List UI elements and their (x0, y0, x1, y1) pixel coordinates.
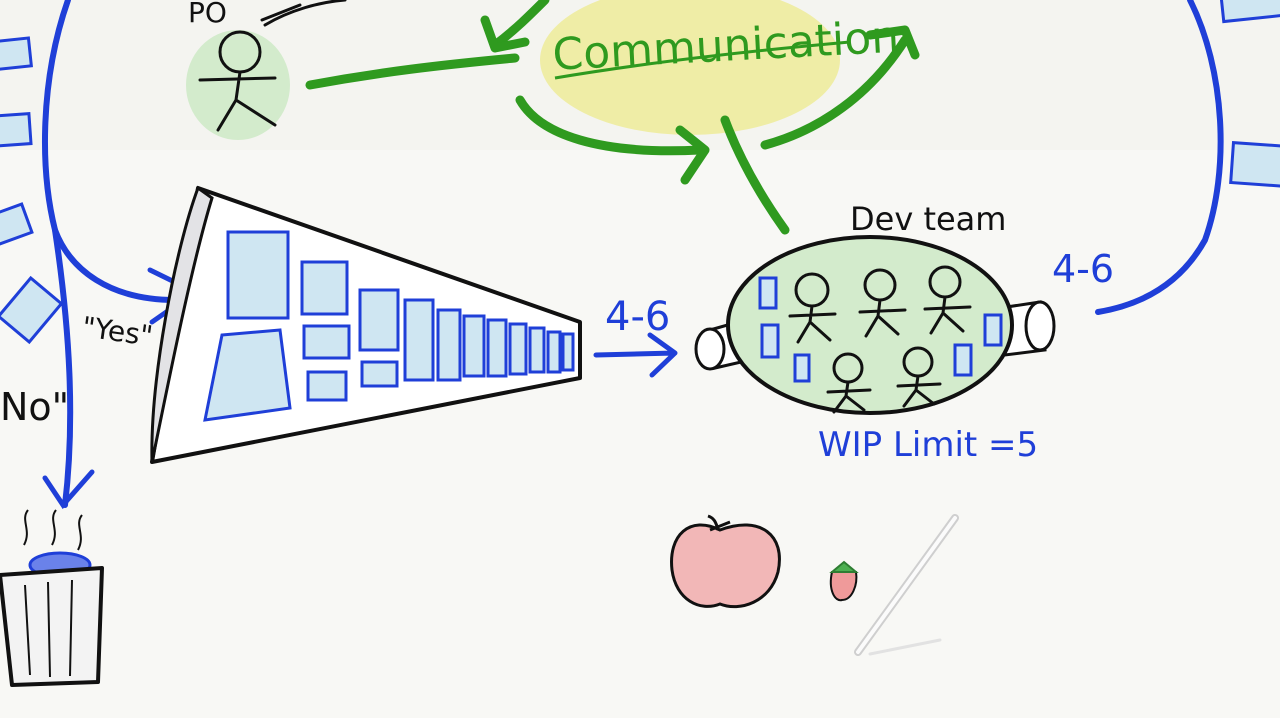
right-flow-line (1095, 0, 1224, 315)
product-owner: PO (186, 0, 347, 140)
backlog-cards (203, 230, 575, 422)
output-pipe-end (1024, 300, 1056, 352)
backlog-funnel (150, 185, 582, 464)
apple-icon (670, 514, 781, 609)
input-pipe-end (694, 327, 726, 371)
right-card-stubs (1218, 0, 1280, 189)
wip-limit-label: WIP Limit =5 (818, 425, 1038, 465)
stick-figure-icon (923, 265, 972, 335)
green-arrows (305, 0, 920, 235)
throughput-in-label: 4-6 (605, 294, 670, 340)
team-members (788, 265, 972, 414)
trash-can-icon (0, 509, 104, 687)
stick-figure-icon (788, 272, 837, 344)
strawberry-icon (829, 560, 859, 602)
dev-team: Dev team WIP Limit =5 (694, 200, 1056, 465)
in-progress-cards (758, 276, 1003, 383)
left-card-stubs (0, 36, 64, 345)
stick-figure-icon (858, 268, 907, 338)
po-label: PO (188, 0, 227, 29)
stick-figure-icon (896, 346, 942, 408)
communication-underline (554, 40, 851, 80)
left-flow-line (42, 0, 178, 508)
stick-figure-icon (198, 0, 347, 132)
communication-bubble (540, 0, 840, 135)
communication-cycle: Communication (305, 0, 920, 235)
no-label: No" (0, 385, 69, 429)
stink-lines (23, 509, 83, 551)
dev-team-label: Dev team (850, 200, 1006, 238)
pencil-icon (854, 514, 959, 656)
funnel-mouth (150, 185, 214, 463)
flow-arrow (593, 332, 678, 378)
stick-figure-icon (826, 352, 872, 414)
throughput-out-label: 4-6 (1052, 247, 1114, 291)
